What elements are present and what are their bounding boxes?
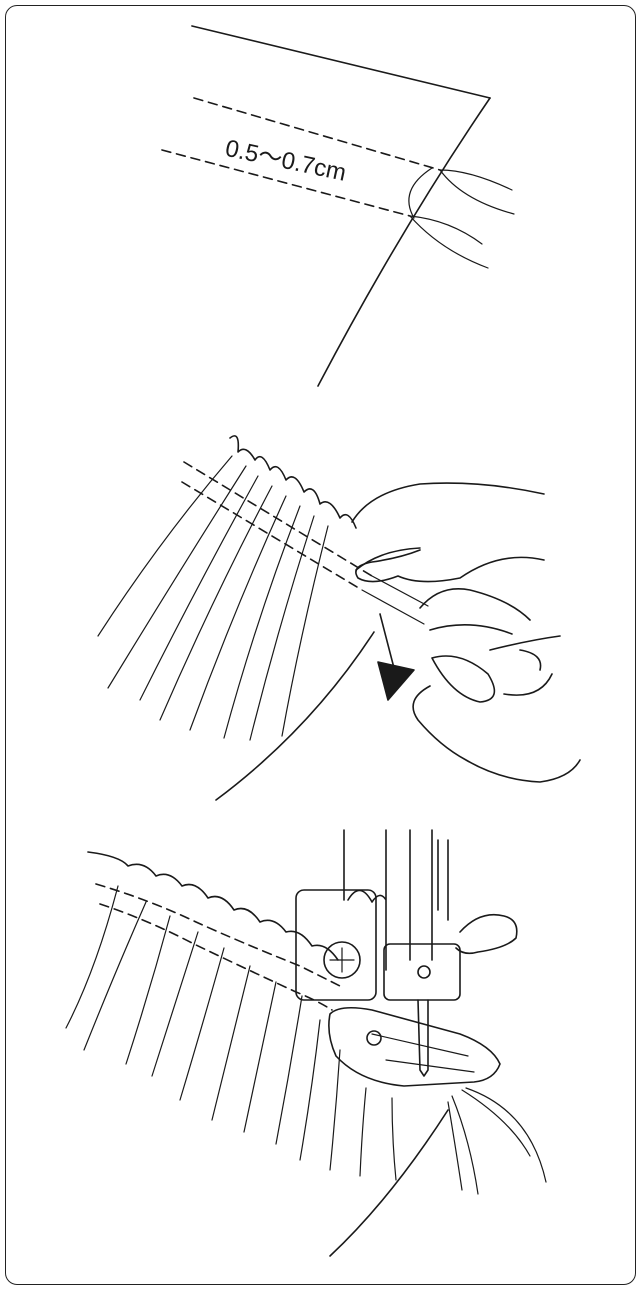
ruffle-fold-5 (180, 948, 224, 1100)
thread-tail-lower-1 (410, 216, 482, 244)
thread-guide-knob (456, 915, 517, 954)
ruffle-fold-9 (300, 1020, 320, 1160)
ruffle-fold-10 (330, 1050, 340, 1170)
step1-fabric-basting-illustration (0, 0, 643, 400)
gather-fold-8 (282, 526, 328, 736)
left-hand-outline (352, 483, 544, 581)
gather-fold-3 (140, 476, 258, 700)
fabric-top-edge (192, 26, 490, 98)
needle-clamp-bar (410, 830, 448, 960)
shank-screw-slot (330, 948, 354, 972)
gathered-top-edge (230, 436, 356, 528)
thread-tail-1 (452, 1096, 478, 1194)
ruffle-fold-12 (392, 1098, 396, 1180)
step2-gathering-hands-illustration (0, 400, 643, 820)
pulled-thread-2 (362, 590, 424, 624)
thread-tail-2 (448, 1102, 462, 1190)
ruffle-top-edge (88, 852, 338, 960)
thread-tail-lower-2 (410, 216, 488, 268)
thread-tail-4 (466, 1088, 546, 1182)
ruffle-fold-4 (152, 932, 198, 1076)
right-hand-outline (413, 686, 580, 782)
fabric-bottom-edge (216, 632, 374, 800)
pull-direction-arrow-head (378, 662, 414, 700)
gather-fold-4 (160, 486, 272, 720)
ruffle-fold-7 (244, 982, 276, 1132)
needle-clamp (384, 944, 460, 1000)
presser-foot-screw (367, 1031, 381, 1045)
ruffle-fold-8 (276, 996, 302, 1144)
ruffle-fold-2 (84, 902, 146, 1050)
pull-direction-arrow-shaft (380, 614, 394, 668)
stitch-line-lower (100, 904, 332, 1010)
presser-foot-sole (329, 1008, 500, 1086)
basting-thread-2 (182, 482, 362, 590)
ruffle-fold-1 (66, 886, 118, 1028)
thread-tail-3 (462, 1090, 530, 1156)
ruffle-fold-6 (212, 966, 250, 1120)
left-hand-fingers (420, 589, 541, 670)
presser-foot-toe-lines (372, 1034, 474, 1072)
gather-fold-1 (98, 456, 232, 636)
needle-clamp-screw (418, 966, 430, 978)
gather-fold-7 (250, 516, 314, 740)
fabric-lower-edge (330, 1110, 448, 1256)
ruffle-fold-11 (360, 1088, 366, 1176)
step3-sewing-machine-illustration (0, 820, 643, 1290)
thread-tail-upper-1 (440, 170, 512, 190)
presser-bar (344, 830, 386, 970)
